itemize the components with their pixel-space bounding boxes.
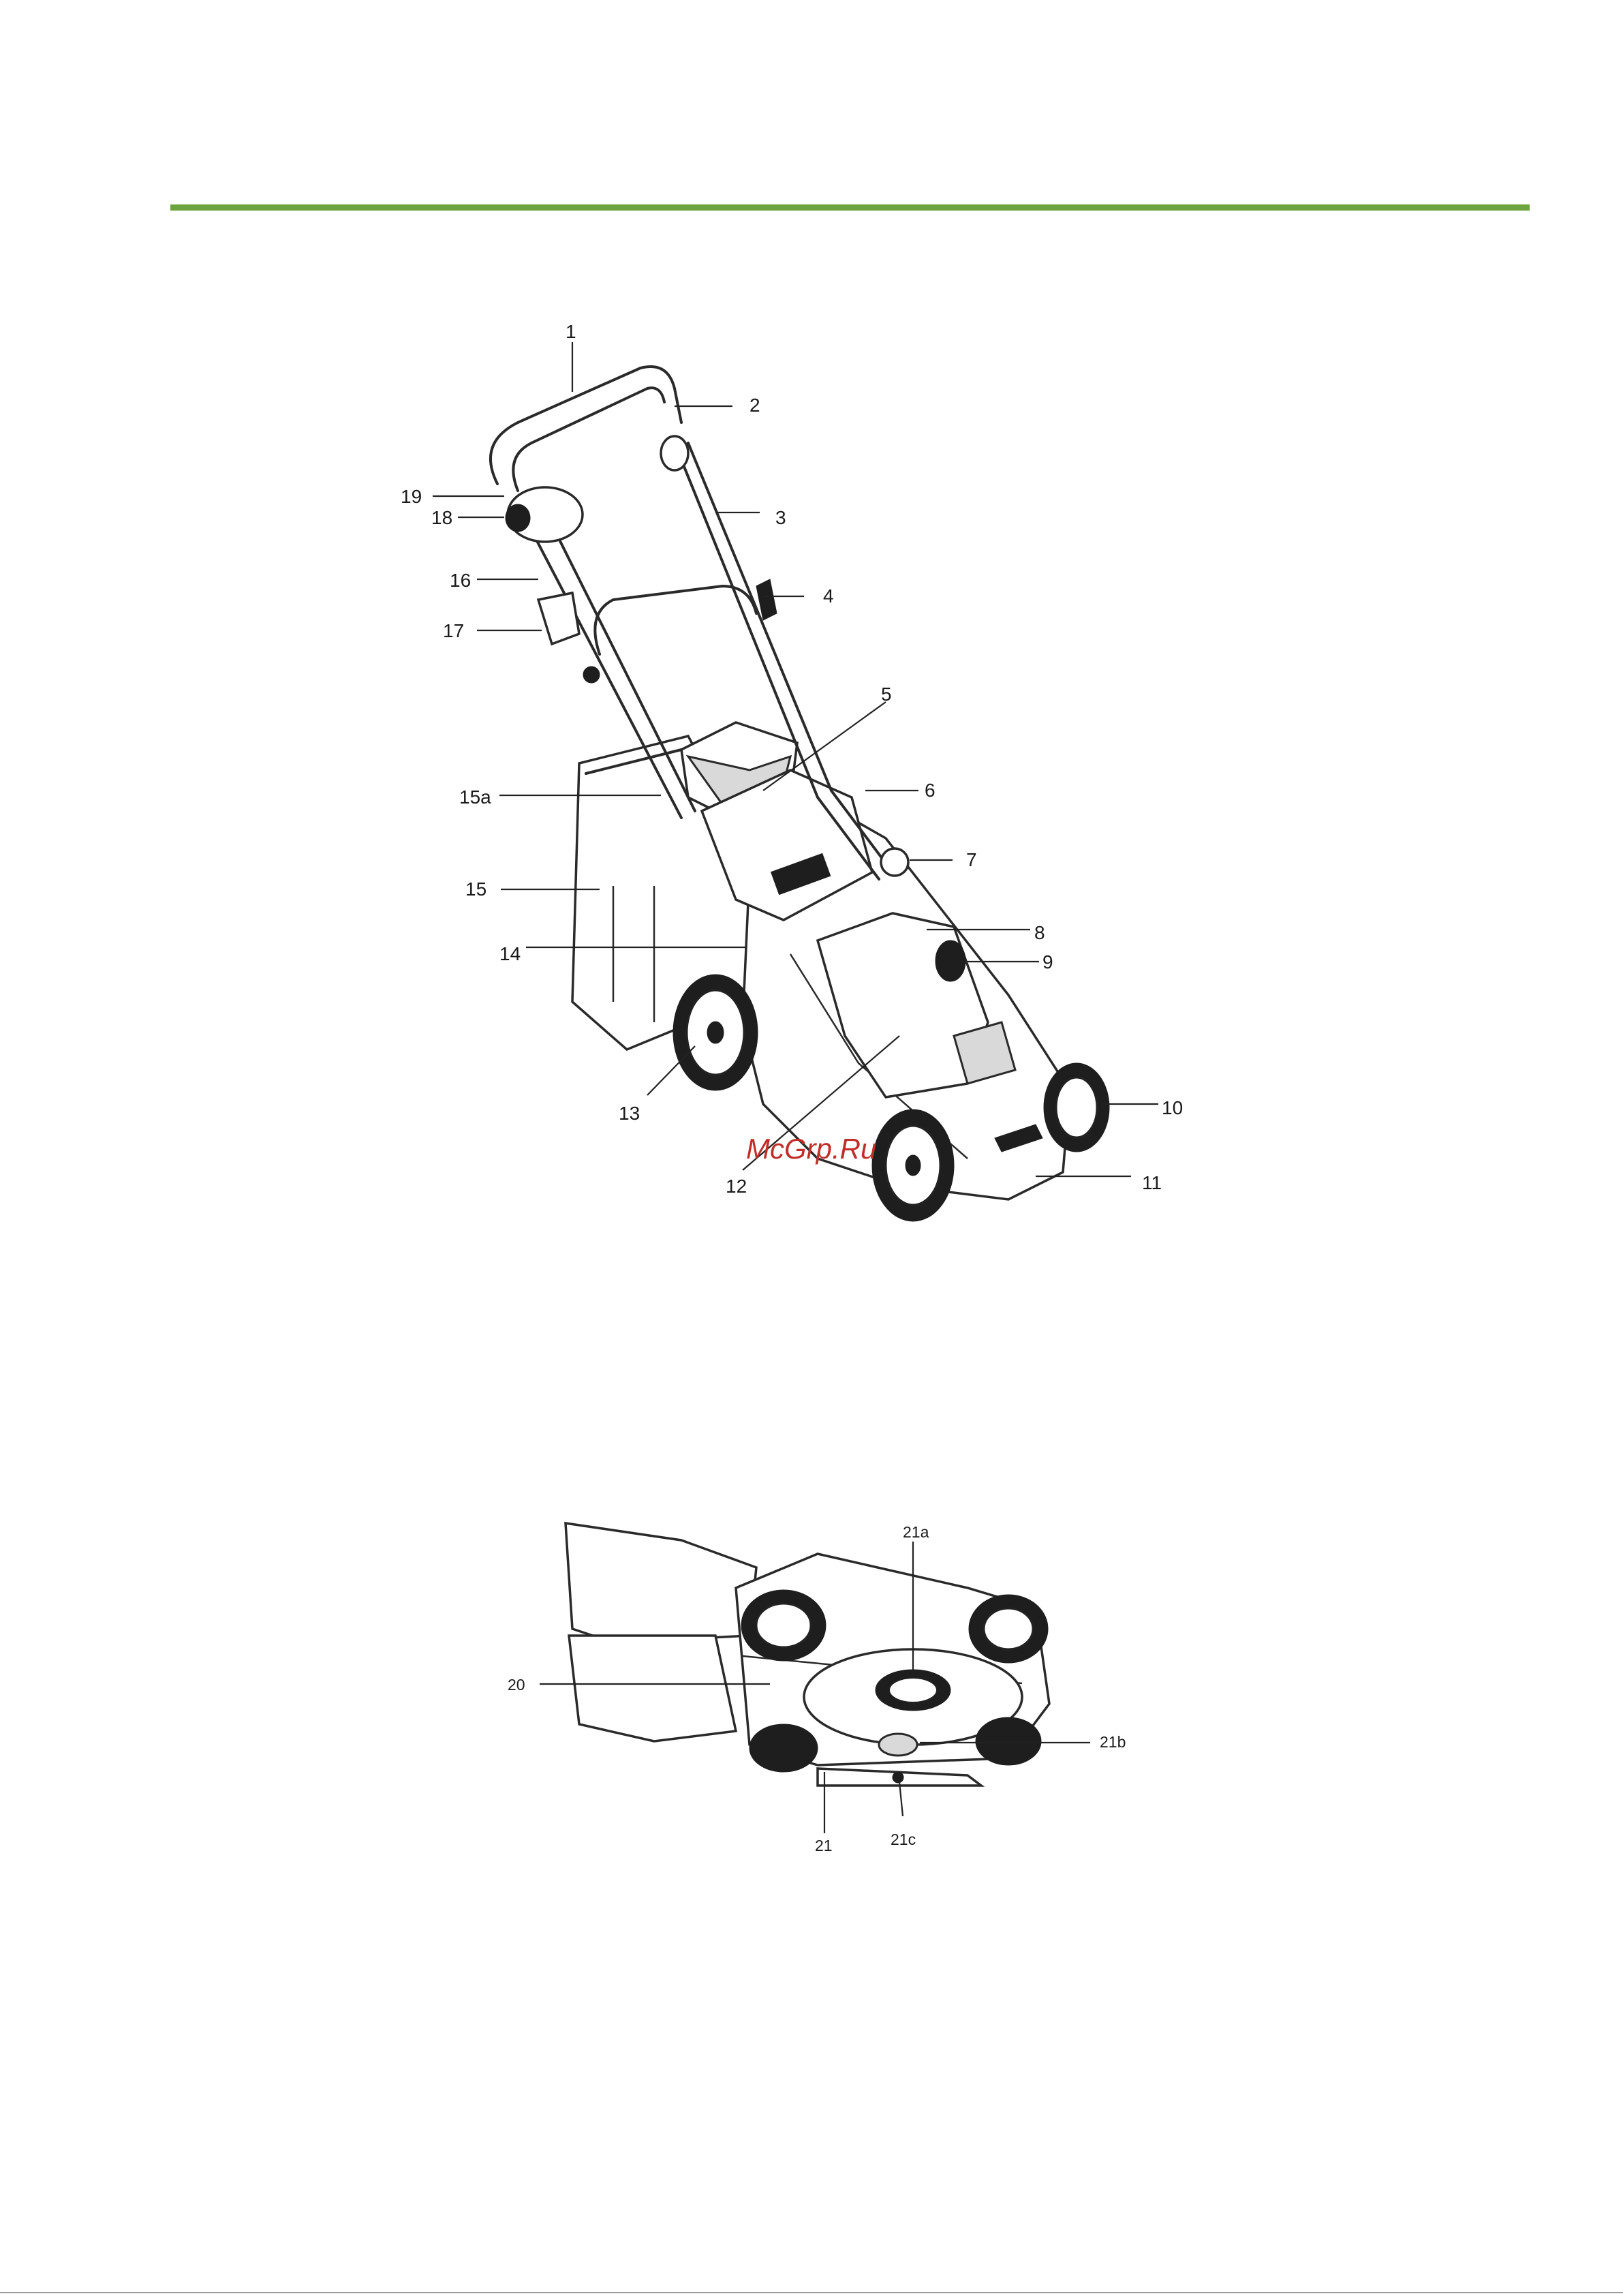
callout-15: 15 [465,878,486,900]
callout-15a: 15a [459,786,491,808]
watermark: McGrp.Ru [746,1133,876,1165]
rear-left-wheel [673,975,758,1090]
callout-4: 4 [823,585,834,607]
callout-10: 10 [1162,1097,1183,1118]
callout-2: 2 [749,395,760,416]
callout-14: 14 [499,943,521,964]
callout-19: 19 [401,486,422,507]
callout-12: 12 [726,1176,747,1197]
callout-18: 18 [431,507,452,528]
callout-6: 6 [925,780,936,801]
lawnmower-top-view-drawing [491,367,1109,1221]
callout-5: 5 [881,684,892,705]
callout-16: 16 [450,570,471,591]
callout-21a: 21a [903,1523,929,1541]
callout-21c: 21c [891,1831,916,1848]
callout-17: 17 [443,620,464,641]
callout-13: 13 [619,1103,640,1124]
callout-9: 9 [1042,951,1053,973]
callout-1: 1 [566,321,576,342]
callout-3: 3 [775,507,786,528]
callout-8: 8 [1034,922,1045,943]
callout-21: 21 [815,1837,833,1854]
footer-rule [0,2292,1623,2293]
callout-7: 7 [966,849,977,870]
front-left-wheel [872,1109,954,1221]
callout-20: 20 [508,1676,525,1694]
callout-21b: 21b [1100,1733,1126,1751]
lawnmower-underside-drawing [566,1523,1049,1786]
callout-11: 11 [1142,1172,1162,1193]
front-right-wheel [1044,1063,1109,1152]
